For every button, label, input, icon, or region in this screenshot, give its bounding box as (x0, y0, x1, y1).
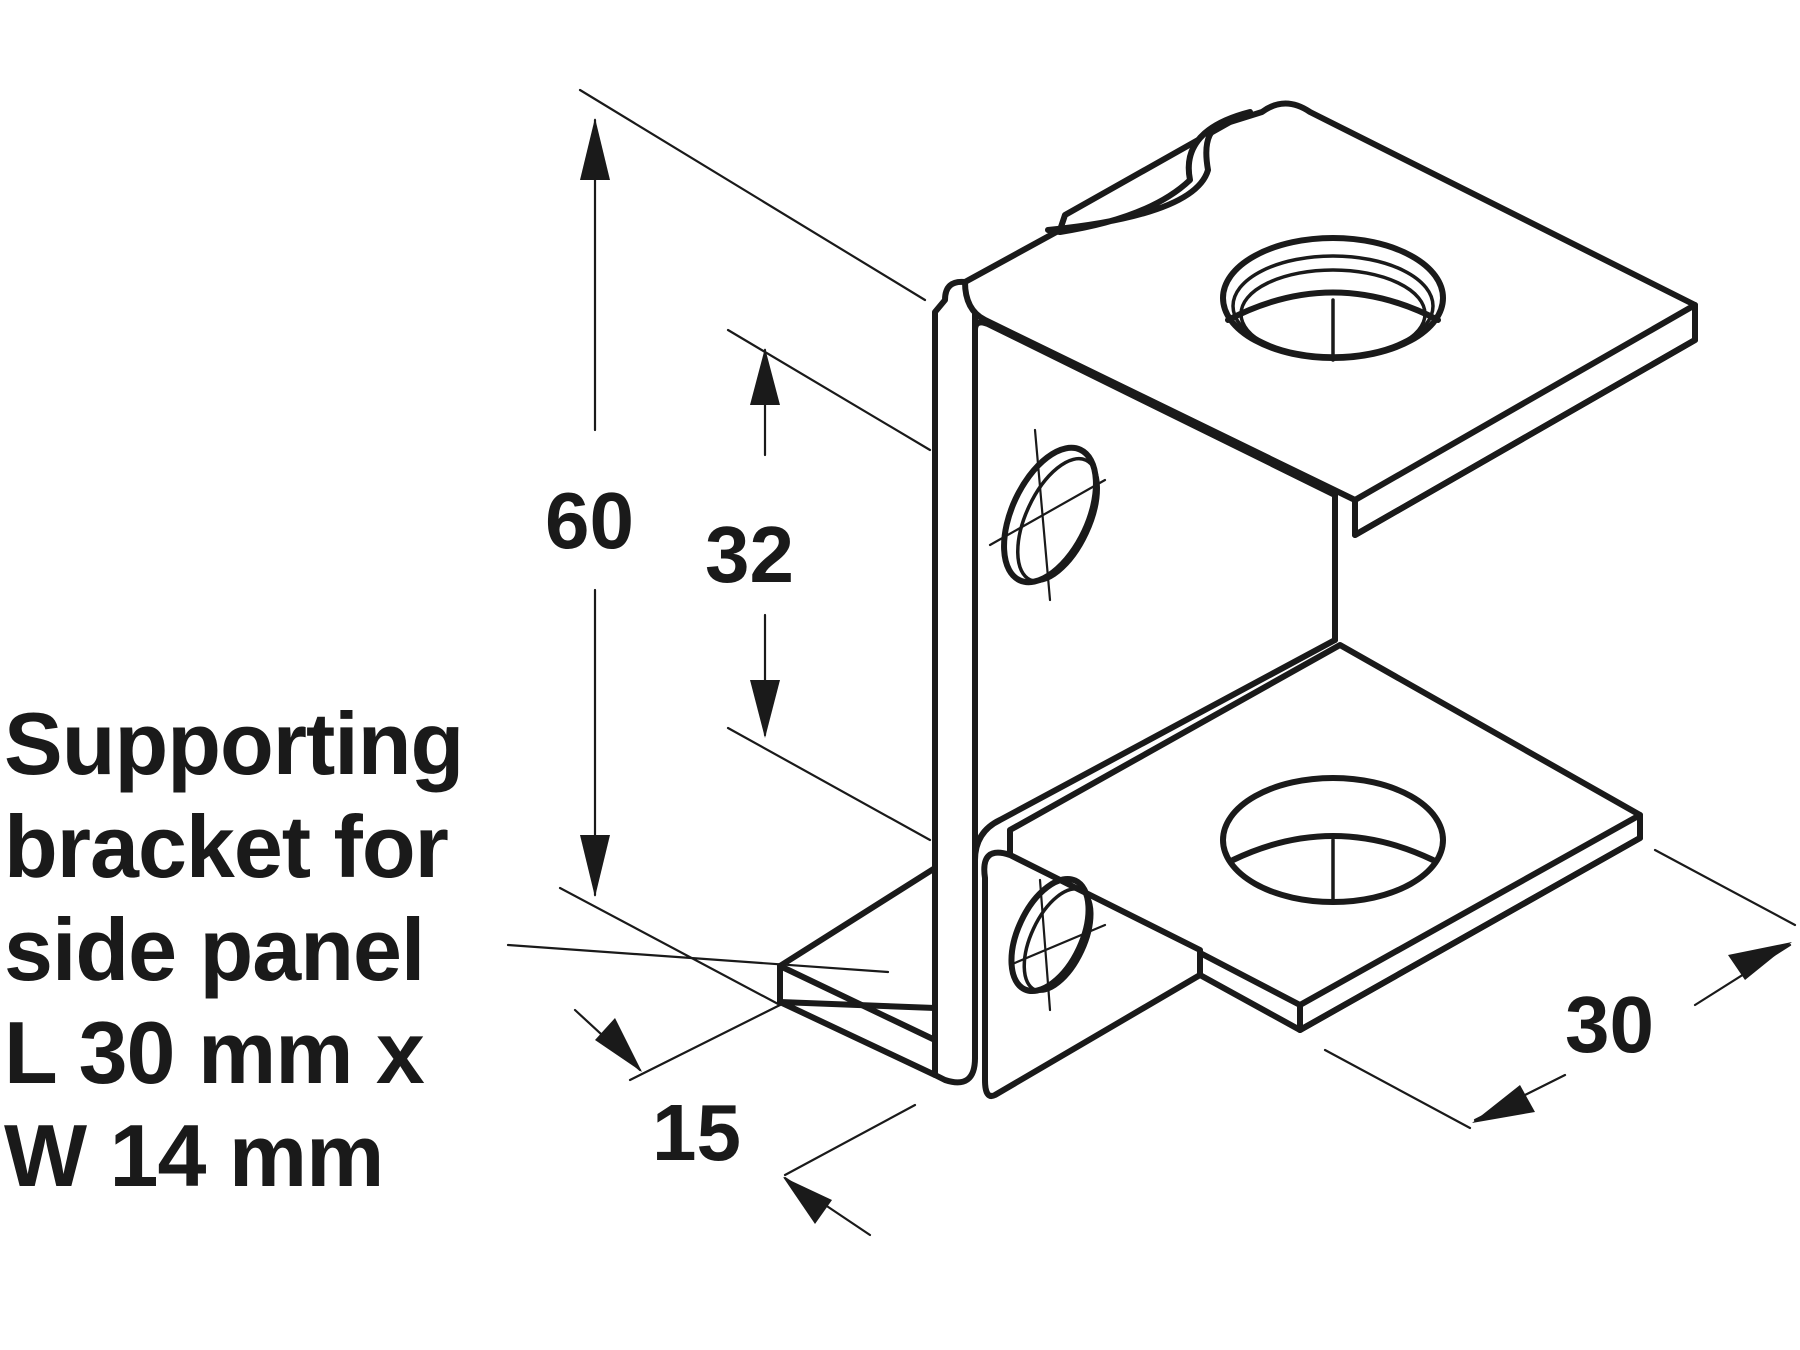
vertical-plate-face (972, 319, 1338, 1061)
lower-hole (1220, 775, 1446, 905)
dimension-15-label: 15 (652, 1088, 741, 1177)
bracket-body (777, 100, 1698, 1099)
caption-line: W 14 mm (4, 1106, 384, 1205)
vertical-plate-lower-hole (1008, 875, 1107, 1012)
product-caption: Supporting bracket for side panel L 30 m… (4, 692, 564, 1207)
lower-foot-edge (777, 963, 938, 1078)
lower-tab (981, 849, 1203, 1099)
vertical-plate-upper-hole (988, 428, 1107, 602)
lower-flange-edge (1297, 812, 1643, 1033)
dimension-60-label: 60 (545, 476, 634, 565)
dimension-15: 15 (558, 886, 917, 1237)
upper-threaded-hole (1220, 235, 1446, 362)
dimension-32-label: 32 (705, 510, 794, 599)
caption-line: side panel (4, 900, 425, 999)
upper-flange-notch (1045, 109, 1253, 235)
lower-foot-flange (777, 865, 938, 1011)
upper-flange-edge (1352, 302, 1698, 538)
dimension-32: 32 (705, 328, 932, 842)
caption-leader-line (506, 943, 890, 974)
dimension-30-label: 30 (1565, 980, 1654, 1069)
dimension-30: 30 (1323, 848, 1797, 1130)
caption-line: Supporting (4, 694, 464, 793)
caption-line: bracket for (4, 797, 449, 896)
caption-line: L 30 mm x (4, 1003, 425, 1102)
vertical-plate-edge (932, 278, 978, 1086)
dimension-60: 60 (545, 88, 927, 897)
